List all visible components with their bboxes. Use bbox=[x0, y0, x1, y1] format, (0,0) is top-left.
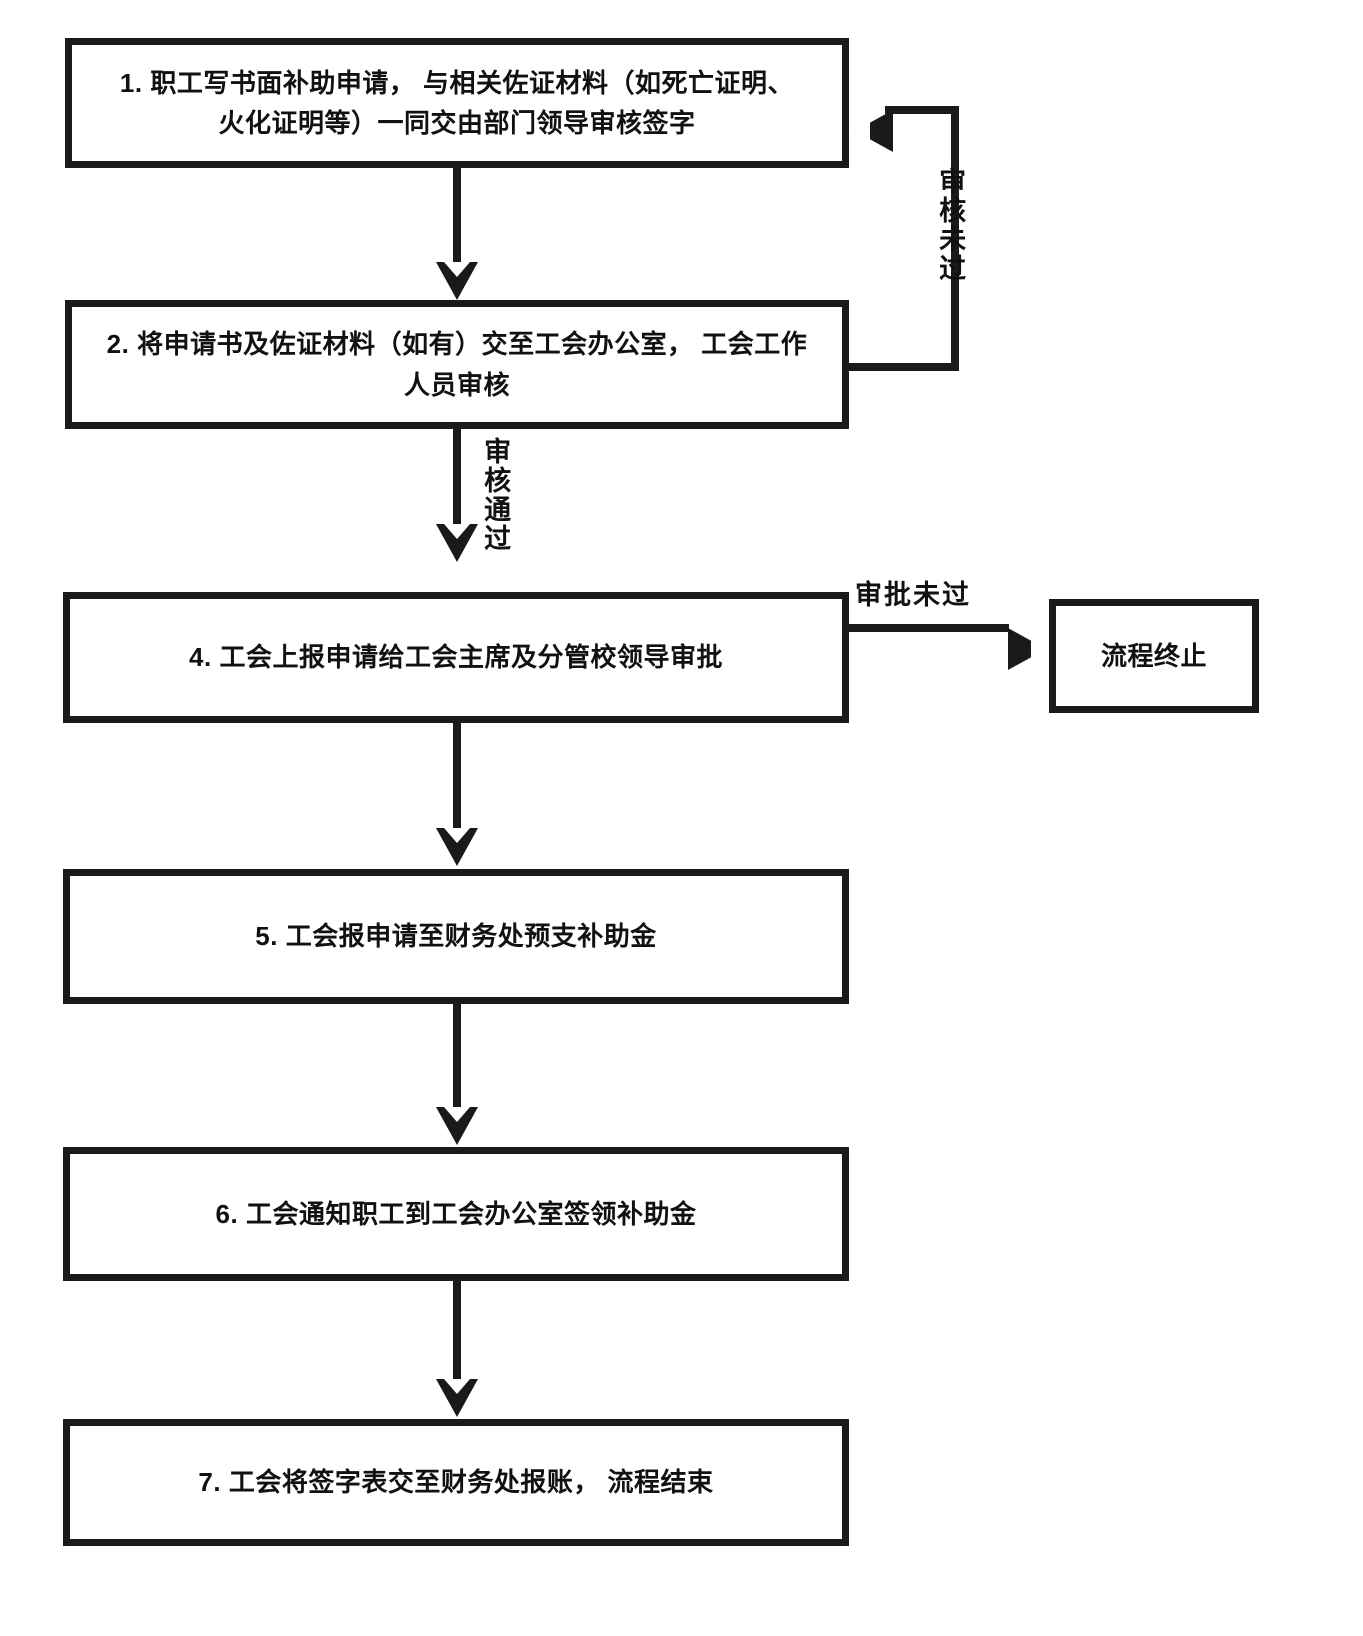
process-box-step-2-label: 2. 将申请书及佐证材料（如有）交至工会办公室， 工会工作 人员审核 bbox=[106, 329, 808, 400]
connector-feedback-arrowhead bbox=[855, 110, 893, 152]
process-box-step-5-label: 5. 工会报申请至财务处预支补助金 bbox=[255, 921, 657, 952]
terminal-box-process-terminated[interactable]: 流程终止 bbox=[1049, 599, 1259, 713]
process-box-step-1-label: 1. 职工写书面补助申请， 与相关佐证材料（如死亡证明、 火化证明等）一同交由部… bbox=[119, 67, 795, 138]
edge-label-review-passed: 审核通过 bbox=[480, 437, 511, 553]
process-box-step-6-label: 6. 工会通知职工到工会办公室签领补助金 bbox=[215, 1198, 697, 1229]
process-box-step-5[interactable]: 5. 工会报申请至财务处预支补助金 bbox=[63, 869, 849, 1004]
connector-step4-to-terminate-line bbox=[849, 624, 1009, 632]
connector-feedback-top-segment bbox=[885, 106, 959, 114]
connector-step1-to-step2-arrowhead bbox=[436, 262, 478, 300]
process-box-step-7-label: 7. 工会将签字表交至财务处报账， 流程结束 bbox=[198, 1467, 714, 1498]
edge-label-review-failed: 审核未过 bbox=[935, 167, 966, 283]
connector-step4-to-step5-line bbox=[453, 723, 461, 833]
process-box-step-4-label: 4. 工会上报申请给工会主席及分管校领导审批 bbox=[189, 642, 723, 673]
process-box-step-6[interactable]: 6. 工会通知职工到工会办公室签领补助金 bbox=[63, 1147, 849, 1281]
connector-step2-to-step4-arrowhead bbox=[436, 524, 478, 562]
terminal-box-label: 流程终止 bbox=[1100, 640, 1207, 671]
connector-step6-to-step7-arrowhead bbox=[436, 1379, 478, 1417]
connector-step1-to-step2-line bbox=[453, 168, 461, 268]
process-box-step-7[interactable]: 7. 工会将签字表交至财务处报账， 流程结束 bbox=[63, 1419, 849, 1546]
connector-feedback-vertical-segment bbox=[951, 106, 959, 371]
connector-step5-to-step6-arrowhead bbox=[436, 1107, 478, 1145]
connector-step5-to-step6-line bbox=[453, 1004, 461, 1114]
process-box-step-1[interactable]: 1. 职工写书面补助申请， 与相关佐证材料（如死亡证明、 火化证明等）一同交由部… bbox=[65, 38, 849, 168]
connector-step4-to-terminate-arrowhead bbox=[1008, 628, 1046, 670]
connector-feedback-bottom-segment bbox=[849, 363, 959, 371]
edge-label-approval-failed: 审批未过 bbox=[855, 580, 971, 610]
connector-step2-to-step4-line bbox=[453, 429, 461, 529]
connector-step6-to-step7-line bbox=[453, 1281, 461, 1386]
process-box-step-2[interactable]: 2. 将申请书及佐证材料（如有）交至工会办公室， 工会工作 人员审核 bbox=[65, 300, 849, 429]
process-box-step-4[interactable]: 4. 工会上报申请给工会主席及分管校领导审批 bbox=[63, 592, 849, 723]
connector-step4-to-step5-arrowhead bbox=[436, 828, 478, 866]
